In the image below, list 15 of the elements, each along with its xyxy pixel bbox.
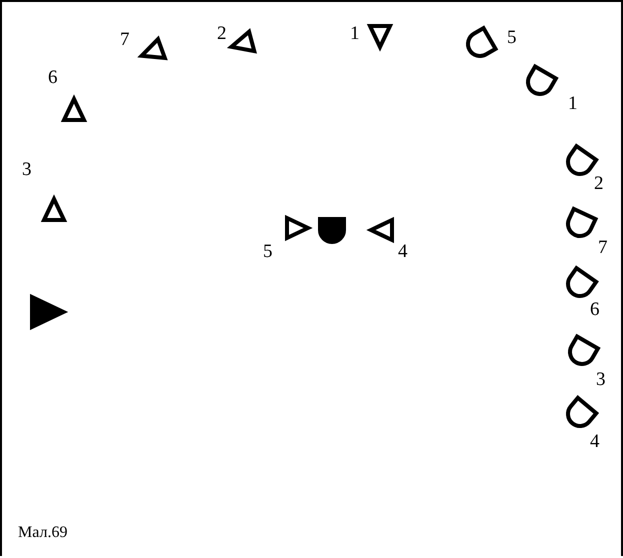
figure-number: 1 [568, 94, 578, 114]
figure-number: 7 [120, 30, 130, 50]
figure-number: 5 [507, 28, 516, 48]
figure-number: 5 [263, 242, 272, 262]
figure-number: 1 [350, 24, 360, 44]
figure-number: 2 [217, 24, 226, 44]
figure-number: 2 [594, 174, 604, 194]
figure-number: 6 [590, 300, 600, 320]
figure-number: 3 [22, 160, 32, 180]
figure-number: 4 [590, 432, 600, 452]
figure-number: 7 [598, 238, 608, 258]
figure-caption: Мал.69 [18, 524, 68, 542]
figure-number: 3 [596, 370, 606, 390]
figure-number: 4 [398, 242, 408, 262]
figure-number: 6 [48, 68, 58, 88]
